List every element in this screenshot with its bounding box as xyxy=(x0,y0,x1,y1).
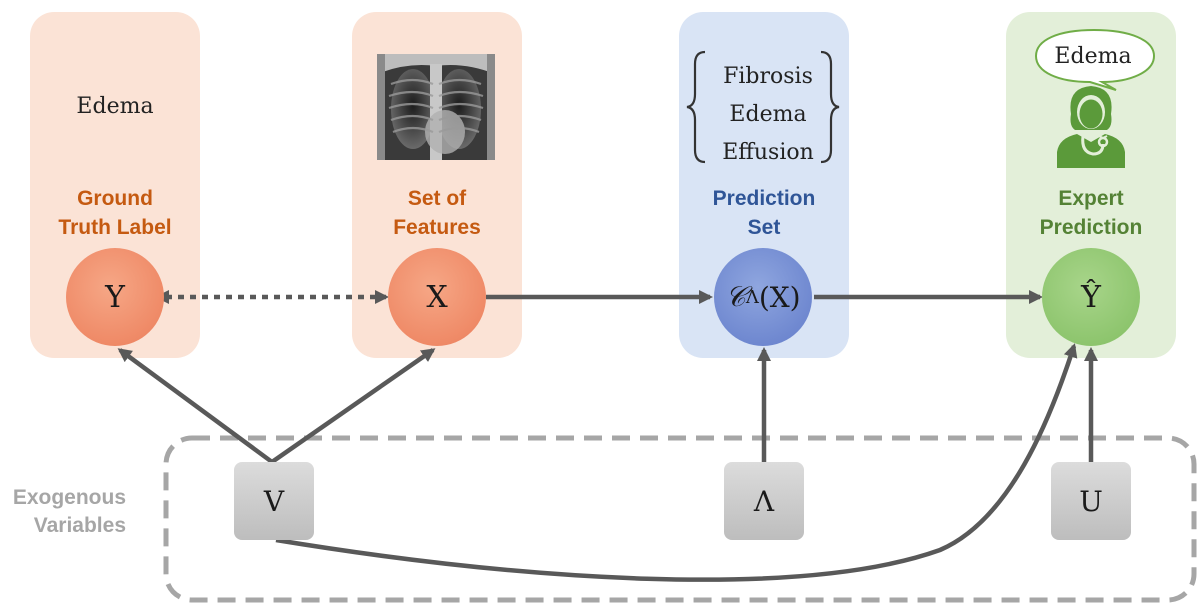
expert-prediction-title: Expert Prediction xyxy=(1039,187,1143,239)
prediction-item-fibrosis: Fibrosis xyxy=(723,64,813,89)
node-y-hat: Ŷ xyxy=(1042,248,1140,346)
node-y: Y xyxy=(66,248,164,346)
ground-truth-example-label: Edema xyxy=(76,94,154,119)
prediction-set-title: Prediction Set xyxy=(712,187,816,239)
doctor-icon xyxy=(1057,86,1125,168)
prediction-item-effusion: Effusion xyxy=(722,140,814,165)
exo-node-lambda: Λ xyxy=(724,462,804,540)
prediction-item-edema: Edema xyxy=(729,102,807,127)
edge-v-yhat xyxy=(275,343,1078,582)
expert-speech-text: Edema xyxy=(1054,44,1132,69)
exogenous-variables-label: Exogenous Variables xyxy=(12,486,126,537)
prediction-set-items: Fibrosis Edema Effusion xyxy=(700,58,836,172)
exogenous-dashed-box xyxy=(163,435,1197,603)
edge-v-y xyxy=(117,348,274,464)
chest-xray-image xyxy=(377,54,495,160)
speech-bubble-icon xyxy=(1034,28,1156,91)
prediction-set-braces xyxy=(686,50,840,164)
exo-node-v: V xyxy=(234,462,314,540)
exo-node-u: U xyxy=(1051,462,1131,540)
node-x: X xyxy=(388,248,486,346)
ground-truth-title: Ground Truth Label xyxy=(58,187,172,239)
edge-v-x xyxy=(270,348,436,464)
features-title: Set of Features xyxy=(393,187,481,239)
